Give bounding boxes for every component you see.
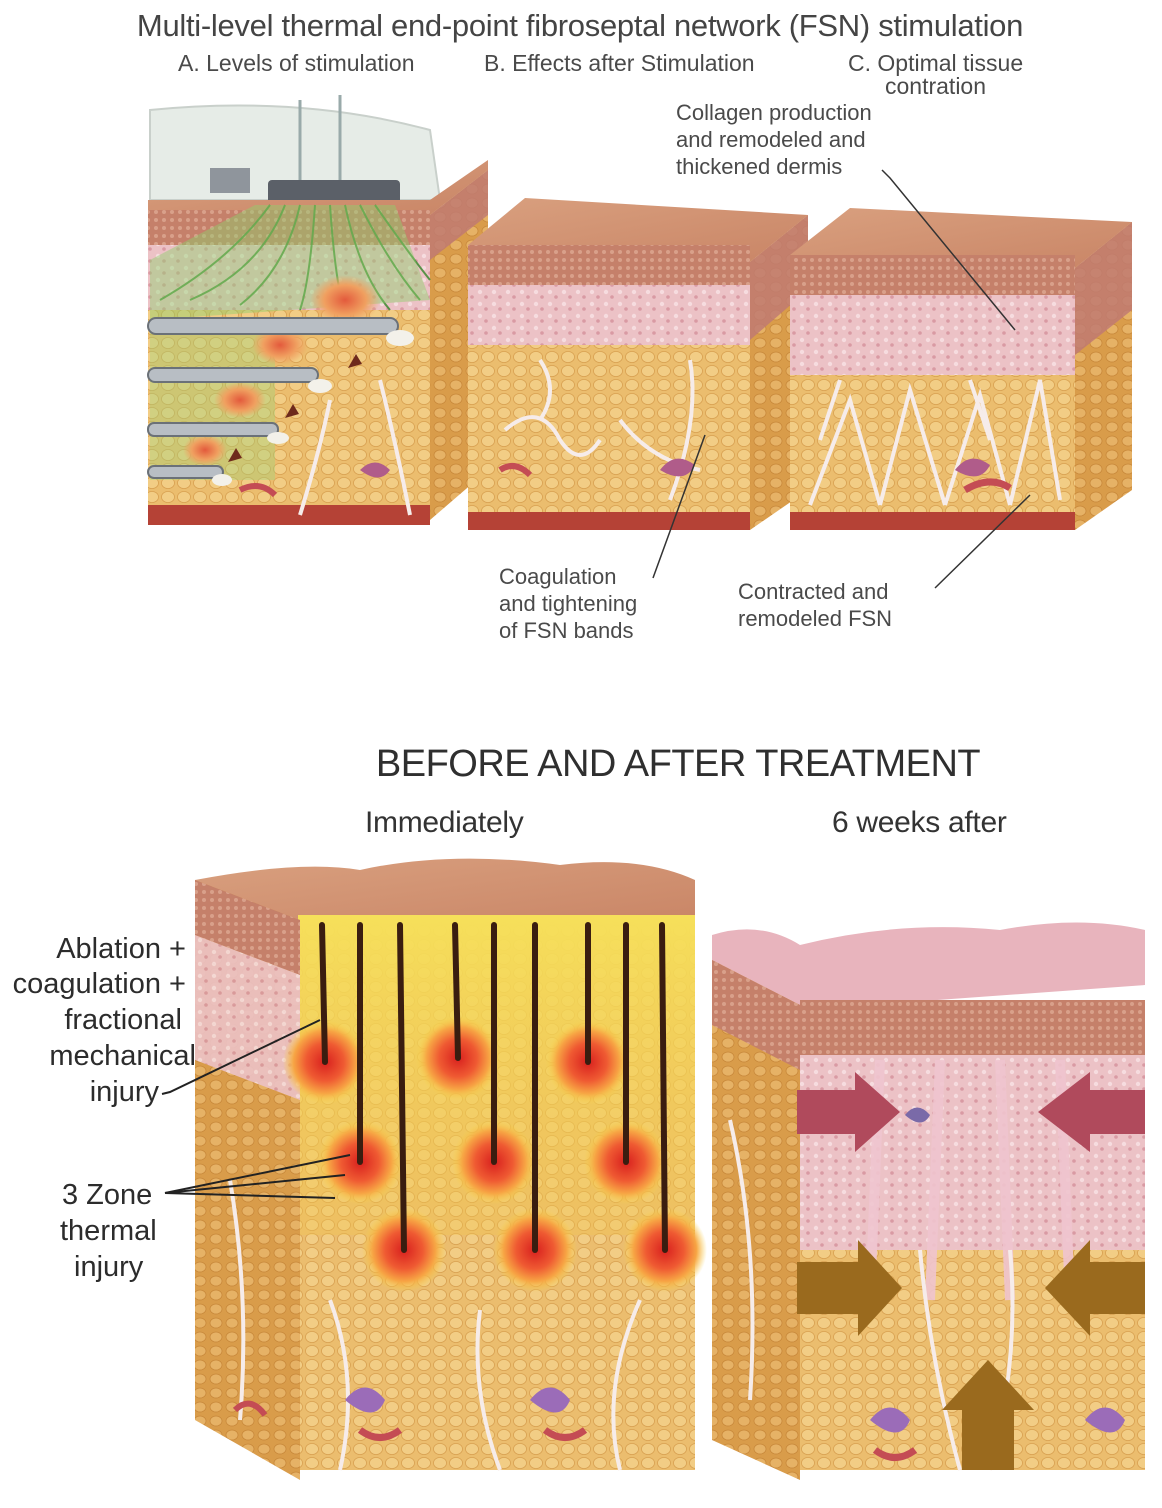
collagen-label-2: and remodeled and	[676, 127, 866, 153]
figure-title: Multi-level thermal end-point fibrosepta…	[137, 10, 1023, 41]
coagulation-label-2: and tightening	[499, 591, 637, 617]
zone-label-3: injury	[74, 1250, 143, 1285]
coagulation-label-3: of FSN bands	[499, 618, 634, 644]
contracted-label-1: Contracted and	[738, 579, 888, 605]
block-6-weeks-after	[712, 923, 1145, 1481]
contracted-label-2: remodeled FSN	[738, 606, 892, 632]
block-b-effects-after-stimulation	[468, 198, 808, 530]
panel-a-label: A. Levels of stimulation	[178, 52, 415, 75]
zone-label-2: thermal	[60, 1214, 157, 1249]
block-c-optimal-tissue-contraction	[790, 208, 1132, 530]
coagulation-label-1: Coagulation	[499, 564, 616, 590]
panel-c-label: C. Optimal tissue	[848, 52, 1023, 75]
block-immediately	[195, 859, 707, 1480]
collagen-label-1: Collagen production	[676, 100, 872, 126]
immediately-label: Immediately	[365, 808, 523, 838]
ablation-label-4: mechanical	[49, 1039, 196, 1074]
ablation-label-1: Ablation +	[56, 932, 186, 967]
panel-b-label: B. Effects after Stimulation	[484, 52, 755, 75]
six-weeks-label: 6 weeks after	[832, 808, 1007, 838]
ablation-label-5: injury	[90, 1075, 159, 1110]
block-a-levels-of-stimulation	[148, 95, 488, 525]
zone-label-1: 3 Zone	[62, 1178, 152, 1213]
before-after-title: BEFORE AND AFTER TREATMENT	[376, 745, 980, 783]
collagen-label-3: thickened dermis	[676, 154, 842, 180]
ablation-label-2: coagulation +	[13, 967, 186, 1002]
panel-c-label-cont: contration	[885, 75, 986, 98]
ablation-label-3: fractional	[64, 1003, 182, 1038]
